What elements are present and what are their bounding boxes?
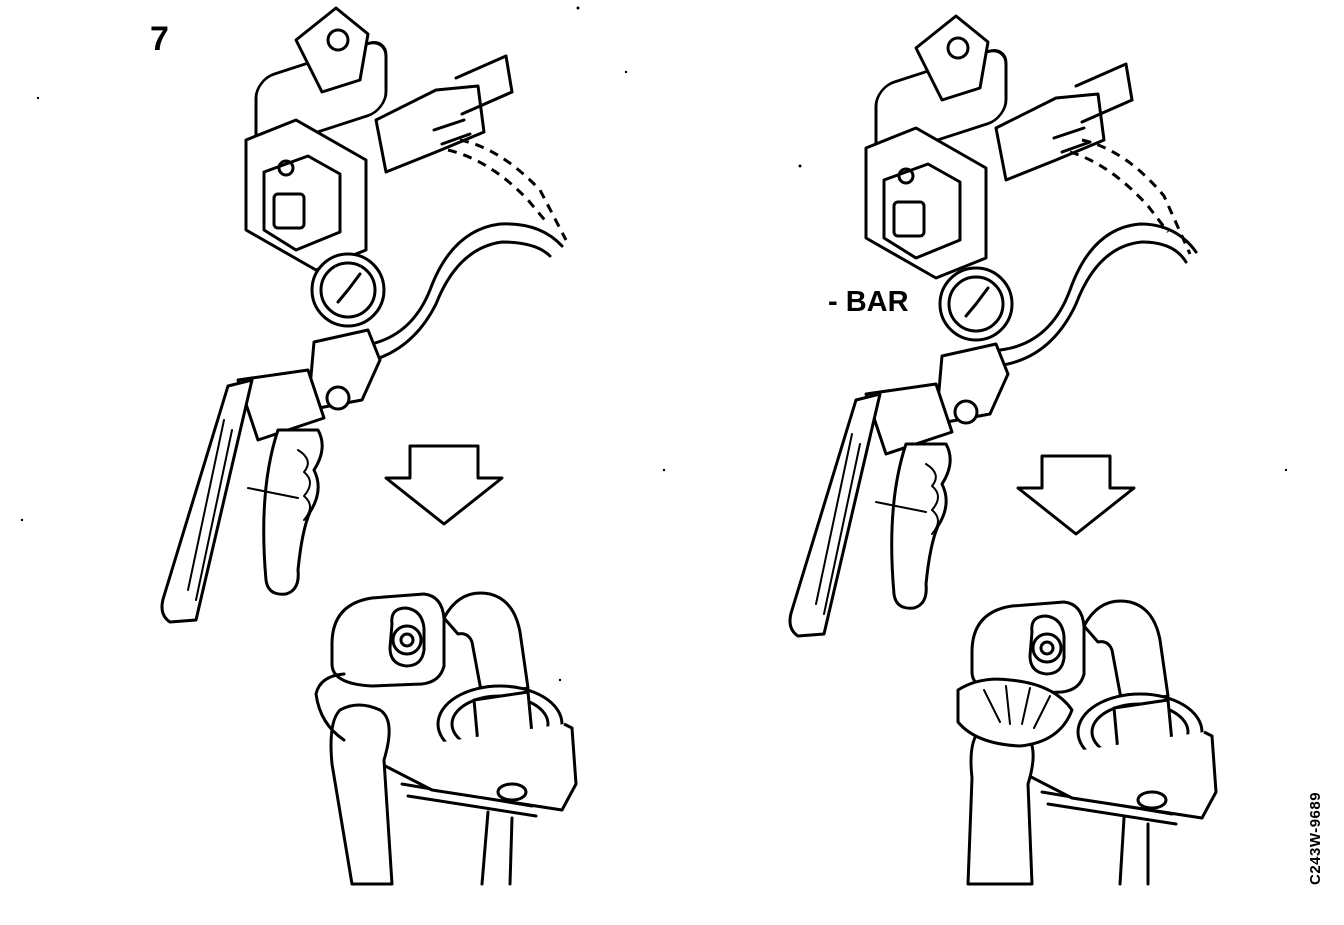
right-pump bbox=[788, 266, 1014, 638]
step-number: 7 bbox=[150, 20, 169, 58]
right-hose bbox=[998, 222, 1198, 352]
right-valve bbox=[864, 14, 1192, 280]
scan-speckles bbox=[20, 6, 1288, 682]
pressure-label: - BAR bbox=[828, 286, 909, 318]
figure-code: C243W-9689 bbox=[1307, 791, 1324, 885]
left-down-arrow bbox=[384, 444, 504, 526]
right-down-arrow bbox=[1016, 454, 1136, 536]
left-pump bbox=[160, 252, 386, 624]
left-valve bbox=[244, 6, 568, 272]
left-hose bbox=[358, 222, 564, 348]
